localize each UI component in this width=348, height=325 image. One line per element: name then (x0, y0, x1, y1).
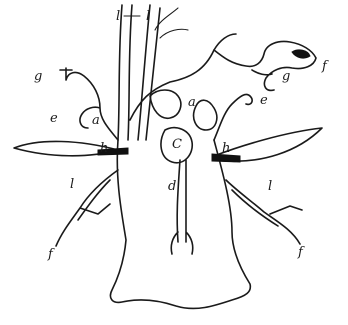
label-g-left: g (34, 69, 42, 84)
label-a-left: a (92, 113, 100, 128)
label-h-left: h (100, 141, 108, 156)
label-l-left: l (70, 177, 74, 192)
label-l-right: l (268, 179, 272, 194)
left-loops (60, 68, 118, 140)
label-f-bottom-left: f (47, 247, 55, 262)
label-l-top-2: l (146, 9, 150, 24)
label-l-top-1: l (116, 9, 120, 24)
label-h-right: h (222, 141, 230, 156)
label-e-right: e (260, 93, 268, 108)
label-e-left: e (50, 111, 58, 126)
label-a-right: a (188, 95, 196, 110)
central-vessel-d (171, 160, 193, 254)
label-f-bottom-right: f (297, 245, 305, 260)
label-d-center: d (168, 179, 176, 194)
right-upper-dark-spot (292, 50, 310, 58)
label-g-right: g (282, 69, 290, 84)
label-c-center: C (172, 137, 182, 152)
right-loops (214, 94, 252, 140)
left-branch-lower (56, 170, 118, 246)
label-f-top-right: f (321, 59, 329, 74)
right-branch-lower (226, 180, 302, 244)
vessel-top-mid (138, 5, 160, 140)
right-upper-loops (214, 42, 316, 91)
